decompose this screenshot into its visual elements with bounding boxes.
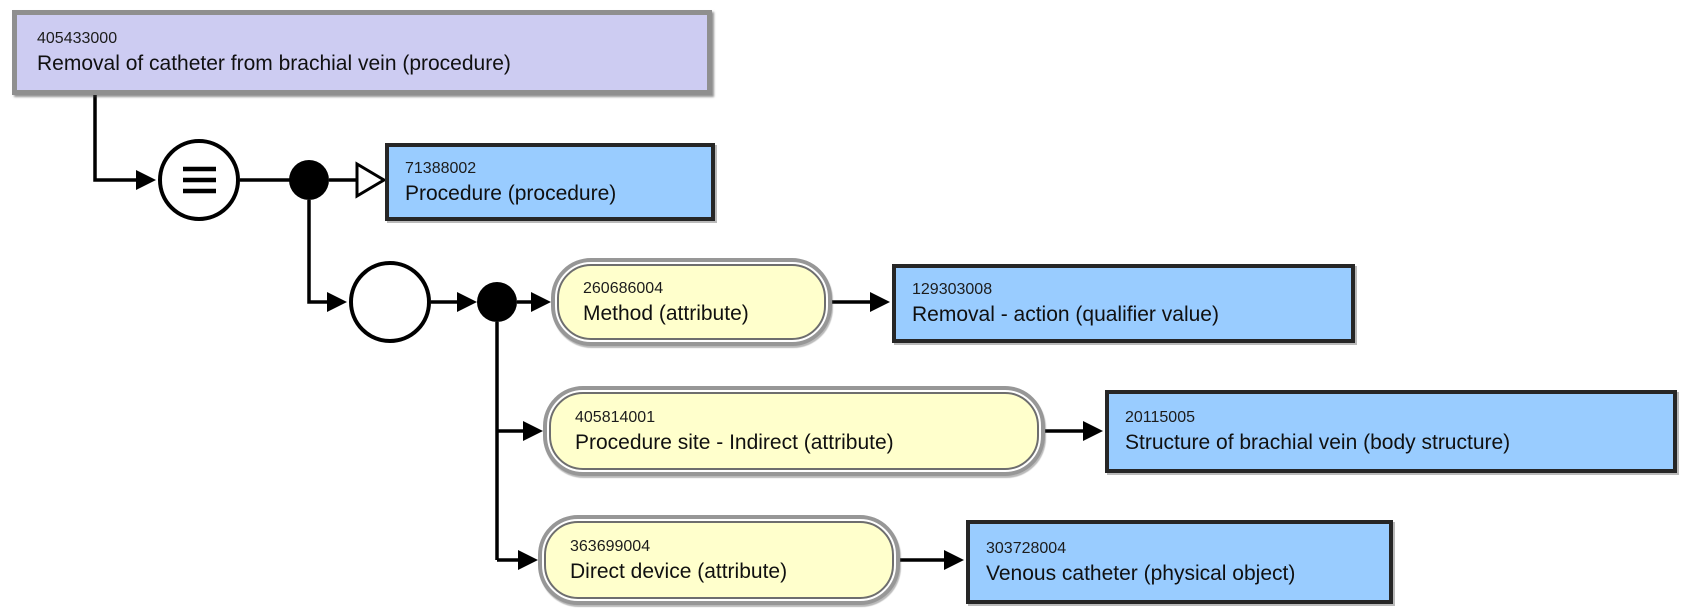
concept-id: 260686004 bbox=[583, 279, 664, 297]
concept-id: 129303008 bbox=[912, 281, 993, 298]
fully-defined-icon bbox=[158, 139, 240, 221]
concept-term: Method (attribute) bbox=[583, 301, 749, 325]
concept-id: 20115005 bbox=[1125, 409, 1195, 426]
concept-id: 303728004 bbox=[986, 539, 1067, 557]
attribute-group-icon bbox=[349, 261, 431, 343]
attribute-node-procedure-site-indirect[interactable]: 405814001 Procedure site - Indirect (att… bbox=[543, 386, 1045, 476]
concept-term: Structure of brachial vein (body structu… bbox=[1125, 431, 1511, 454]
concept-term: Removal - action (qualifier value) bbox=[912, 303, 1219, 326]
conjunction-dot-icon bbox=[289, 160, 329, 200]
concept-id: 363699004 bbox=[570, 537, 651, 555]
value-node-venous-catheter[interactable]: 303728004 Venous catheter (physical obje… bbox=[966, 520, 1393, 604]
concept-term: Removal of catheter from brachial vein (… bbox=[37, 52, 511, 75]
parent-concept-node[interactable]: 71388002 Procedure (procedure) bbox=[385, 143, 715, 221]
value-node-structure-of-brachial-vein[interactable]: 20115005 Structure of brachial vein (bod… bbox=[1105, 390, 1677, 473]
concept-term: Direct device (attribute) bbox=[570, 559, 788, 583]
edge-dot-to-group bbox=[307, 200, 327, 304]
concept-term: Procedure site - Indirect (attribute) bbox=[575, 430, 894, 454]
concept-term: Procedure (procedure) bbox=[405, 181, 617, 205]
conjunction-dot-icon bbox=[477, 282, 517, 322]
concept-id: 71388002 bbox=[405, 159, 477, 177]
focus-concept-node[interactable]: 405433000 Removal of catheter from brach… bbox=[12, 10, 712, 95]
attribute-node-direct-device[interactable]: 363699004 Direct device (attribute) bbox=[538, 515, 900, 605]
concept-term: Venous catheter (physical object) bbox=[986, 561, 1296, 585]
concept-id: 405814001 bbox=[575, 408, 656, 426]
value-node-removal-action[interactable]: 129303008 Removal - action (qualifier va… bbox=[892, 264, 1355, 343]
isa-arrow-icon bbox=[355, 161, 387, 199]
concept-id: 405433000 bbox=[37, 30, 118, 47]
edge-focus-to-definition bbox=[93, 95, 136, 182]
solid-arrowheads bbox=[136, 170, 1103, 570]
attribute-node-method[interactable]: 260686004 Method (attribute) bbox=[551, 258, 832, 346]
